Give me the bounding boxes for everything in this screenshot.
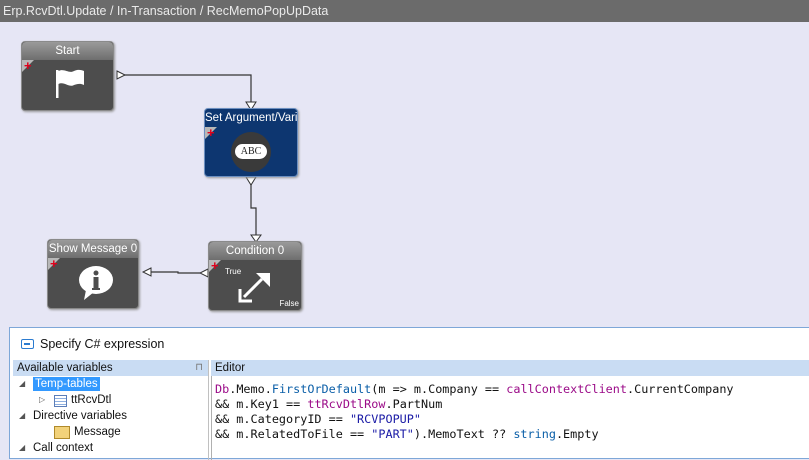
window-title: Erp.RcvDtl.Update / In-Transaction / Rec… <box>0 0 809 22</box>
editor-header: Editor <box>211 360 809 376</box>
tree-item-label: Message <box>74 426 121 438</box>
condition-arrow-icon <box>238 273 270 303</box>
abc-icon-text: ABC <box>235 144 267 159</box>
expanded-icon[interactable]: ◢ <box>19 379 26 388</box>
true-branch-label: True <box>225 267 242 276</box>
code-token: .Empty <box>555 427 599 441</box>
code-token: && m.RelatedToFile == <box>215 427 372 441</box>
code-token: && m.CategoryID == <box>215 412 350 426</box>
code-token: .CurrentCompany <box>626 382 734 396</box>
show-message-node[interactable]: Show Message 0 + <box>47 239 139 309</box>
connector-setarg-to-condition <box>250 181 257 240</box>
add-icon[interactable]: + <box>24 58 32 73</box>
node-corner <box>205 127 217 139</box>
available-variables-header: Available variables ⊓ <box>13 360 208 376</box>
message-in-port <box>141 267 152 277</box>
false-branch-label: False <box>279 299 299 308</box>
collapsed-icon[interactable]: ▷ <box>39 395 46 404</box>
start-node-label: Start <box>22 42 113 60</box>
tree-item-label: Directive variables <box>33 410 127 422</box>
code-token: .Memo. <box>229 382 272 396</box>
code-token: .PartNum <box>385 397 443 411</box>
dialog-title: Specify C# expression <box>40 337 165 351</box>
csharp-expression-dialog: Specify C# expression Available variable… <box>9 327 809 460</box>
variable-icon <box>54 426 70 439</box>
code-editor[interactable]: Db.Memo.FirstOrDefault(m => m.Company ==… <box>211 376 809 460</box>
connector-condition-to-message <box>146 271 200 274</box>
connector-start-to-setarg <box>124 74 252 108</box>
tree-item-ttrcvdtl[interactable]: ▷ ttRcvDtl <box>13 392 208 408</box>
tree-item-temp-tables[interactable]: ◢ Temp-tables <box>13 376 208 392</box>
code-token: callContextClient <box>506 382 627 396</box>
table-icon <box>54 395 67 407</box>
node-corner <box>209 260 221 272</box>
available-variables-pane: Available variables ⊓ ◢ Temp-tables ▷ tt… <box>13 360 209 460</box>
pin-icon[interactable]: ⊓ <box>195 362 203 373</box>
available-variables-title: Available variables <box>17 362 113 374</box>
code-token: "RCVPOPUP" <box>349 412 421 426</box>
set-argument-node[interactable]: Set Argument/Vari + ABC <box>204 108 298 177</box>
set-argument-node-label: Set Argument/Vari <box>205 109 297 127</box>
info-icon <box>79 266 113 300</box>
show-message-node-label: Show Message 0 <box>48 240 138 258</box>
abc-icon: ABC <box>231 132 271 172</box>
code-token: ).MemoText ?? <box>413 427 514 441</box>
start-node[interactable]: Start + <box>21 41 114 111</box>
code-token: string <box>513 427 556 441</box>
tree-item-call-context[interactable]: ◢ Call context <box>13 440 208 456</box>
workflow-canvas[interactable]: Start + Set Argument/Vari + ABC Conditio… <box>0 22 809 327</box>
expanded-icon[interactable]: ◢ <box>19 443 26 452</box>
variables-tree: ◢ Temp-tables ▷ ttRcvDtl ◢ Directive var… <box>13 376 208 456</box>
tree-item-label: Call context <box>33 442 94 454</box>
setarg-in-port <box>245 101 257 111</box>
condition-in-port <box>250 234 262 243</box>
condition-node-label: Condition 0 <box>209 242 301 260</box>
code-token: (m => m.Company == <box>371 382 507 396</box>
add-icon[interactable]: + <box>211 258 219 273</box>
code-token: && m.Key1 == <box>215 397 308 411</box>
tree-item-label: Temp-tables <box>33 377 100 391</box>
tree-item-message[interactable]: Message <box>13 424 208 440</box>
setarg-out-port <box>245 176 257 186</box>
code-token: FirstOrDefault <box>271 382 372 396</box>
condition-node[interactable]: Condition 0 + True False <box>208 241 302 311</box>
expanded-icon[interactable]: ◢ <box>19 411 26 420</box>
tree-item-label: ttRcvDtl <box>71 394 112 406</box>
editor-pane: Editor Db.Memo.FirstOrDefault(m => m.Com… <box>211 360 809 460</box>
dialog-titlebar[interactable]: Specify C# expression <box>10 328 809 360</box>
code-token: ttRcvDtlRow <box>307 397 386 411</box>
condition-out-port <box>198 268 209 278</box>
node-corner <box>48 258 60 270</box>
tree-item-directive-variables[interactable]: ◢ Directive variables <box>13 408 208 424</box>
node-corner <box>22 60 34 72</box>
code-token: Db <box>215 382 230 396</box>
flag-icon <box>56 69 84 98</box>
start-out-port <box>116 70 127 80</box>
window-icon <box>21 339 34 349</box>
add-icon[interactable]: + <box>50 256 58 271</box>
connector-lines <box>116 70 262 278</box>
add-icon[interactable]: + <box>207 125 215 140</box>
code-token: "PART" <box>371 427 414 441</box>
